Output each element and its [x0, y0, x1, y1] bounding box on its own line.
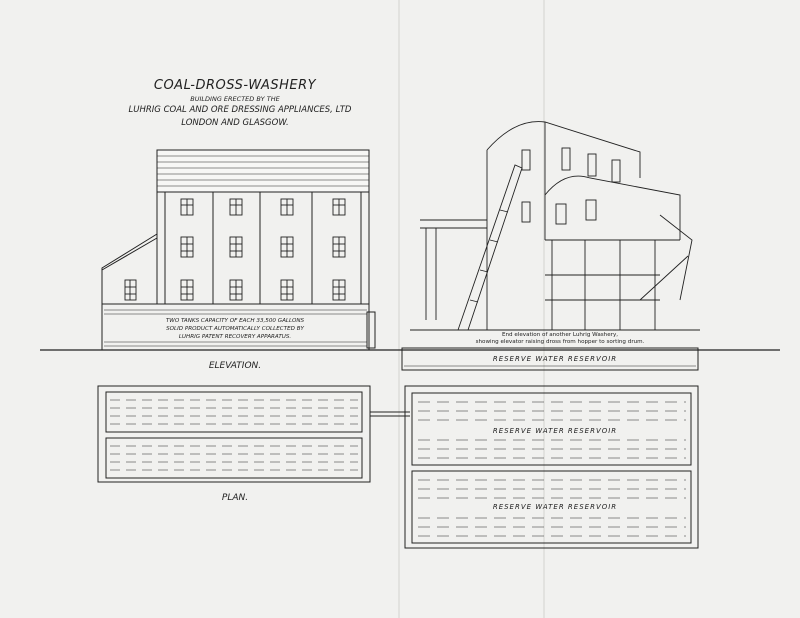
drawing-title: COAL-DROSS-WASHERY: [153, 78, 317, 93]
window-row-mid: [180, 236, 346, 258]
illustration-caption-line-2: showing elevator raising dross from hopp…: [475, 339, 645, 345]
reservoir-plan: [404, 385, 699, 549]
roof-hatching: [157, 155, 369, 187]
drawing-subtitle-2: LUHRIG COAL AND ORE DRESSING APPLIANCES,…: [128, 105, 352, 115]
fold-line: [398, 0, 400, 618]
plan-label: PLAN.: [221, 493, 249, 503]
water-hatching: [104, 309, 367, 347]
reservoir-section: [401, 347, 699, 371]
tank-note-line: LUHRIG PATENT RECOVERY APPARATUS.: [178, 334, 292, 340]
end-elevation-illustration: [410, 121, 700, 331]
elevation-windows: [124, 198, 346, 301]
reservoir-label-plan-upper: RESERVE WATER RESERVOIR: [492, 427, 618, 435]
tank-note-line: TWO TANKS CAPACITY OF EACH 33,500 GALLON…: [165, 318, 305, 324]
elevation-building: [101, 149, 370, 305]
drawing-subtitle-1: BUILDING ERECTED BY THE: [190, 95, 280, 103]
window-row-bottom: [124, 279, 346, 301]
fold-line: [543, 0, 545, 618]
window-row-top: [180, 198, 346, 216]
plan-water-hatching: [110, 399, 358, 471]
illustration-caption-line-1: End elevation of another Luhrig Washery,: [501, 332, 619, 338]
reservoir-hatching: [418, 401, 686, 537]
elevation-label: ELEVATION.: [208, 361, 262, 371]
tank-note-line: SOLID PRODUCT AUTOMATICALLY COLLECTED BY: [166, 326, 304, 332]
reservoir-label-plan-lower: RESERVE WATER RESERVOIR: [492, 503, 618, 511]
drawing-subtitle-3: LONDON AND GLASGOW.: [181, 118, 289, 128]
plan-tanks: [97, 385, 410, 483]
reservoir-label-section: RESERVE WATER RESERVOIR: [492, 355, 618, 363]
